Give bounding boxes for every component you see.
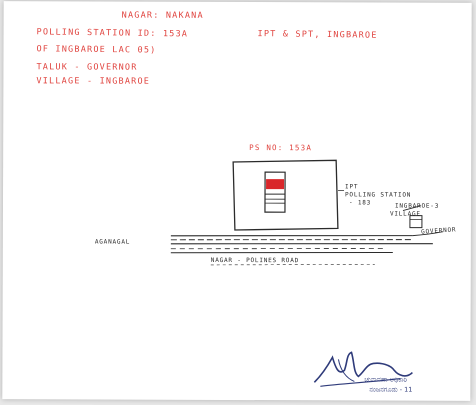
school-label-line1: IPT: [345, 183, 359, 191]
road-edge-top: [170, 235, 413, 237]
school-label-line2: POLLING STATION: [345, 191, 412, 199]
village-label-line2: VILLAGE: [389, 210, 421, 218]
road-edge-bottom: [170, 243, 433, 245]
village-label-line1: INGBAROE-3: [394, 202, 440, 210]
village-arrow: [402, 205, 422, 212]
signature-caption-line1: ಚುನಾವಣಾ ಅಧಿಕಾರಿ: [364, 375, 407, 384]
signature-caption-line2: ನಂಜನಗೂಡು - 11: [369, 385, 413, 394]
road-left-label: AGANAGAL: [94, 238, 131, 246]
polling-booth-marker: [264, 171, 286, 213]
village-building: [409, 215, 423, 229]
school-label-line3: - 183: [348, 199, 372, 207]
polling-station-number-label: PS NO: 153A: [249, 143, 313, 153]
road-name-label: NAGAR - POLINES ROAD: [210, 256, 300, 265]
road-lower-edge: [170, 252, 393, 254]
school-building: [232, 159, 339, 231]
signature-scribble: [313, 351, 413, 383]
booth-red-fill: [266, 179, 285, 190]
location-sketch: [170, 159, 443, 387]
document-sheet: NAGAR: NAKANA POLLING STATION ID: 153A I…: [2, 1, 472, 401]
